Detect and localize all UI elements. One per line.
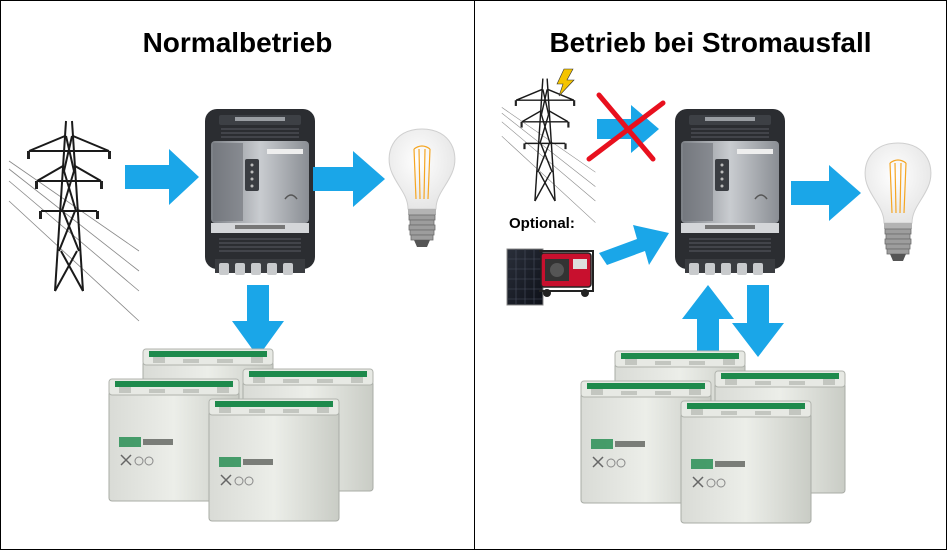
power-pylon-icon xyxy=(501,77,597,224)
arrow-inverter-to-battery xyxy=(232,285,284,357)
arrow-inverter-to-bulb xyxy=(791,165,861,221)
optional-label: Optional: xyxy=(509,215,575,232)
battery-bank-icon xyxy=(109,349,373,521)
inverter-icon xyxy=(674,108,786,276)
light-bulb-icon xyxy=(388,128,456,248)
lightning-icon xyxy=(556,68,575,97)
arrow-generator-to-inverter xyxy=(599,225,669,265)
inverter-icon xyxy=(204,108,316,276)
cross-icon xyxy=(586,92,666,162)
right-panel-title: Betrieb bei Stromausfall xyxy=(549,27,872,58)
generator-icon xyxy=(539,250,594,297)
arrow-grid-to-inverter xyxy=(125,149,199,205)
light-bulb-icon xyxy=(864,142,932,262)
left-panel-title: Normalbetrieb xyxy=(142,27,333,58)
battery-bank-icon xyxy=(581,351,845,523)
arrow-inverter-to-battery xyxy=(732,285,784,357)
solar-panel-icon xyxy=(506,248,544,306)
panel-divider xyxy=(474,1,475,549)
arrow-inverter-to-bulb xyxy=(313,151,385,207)
arrow-battery-to-inverter xyxy=(682,285,734,357)
power-pylon-icon xyxy=(8,120,140,322)
